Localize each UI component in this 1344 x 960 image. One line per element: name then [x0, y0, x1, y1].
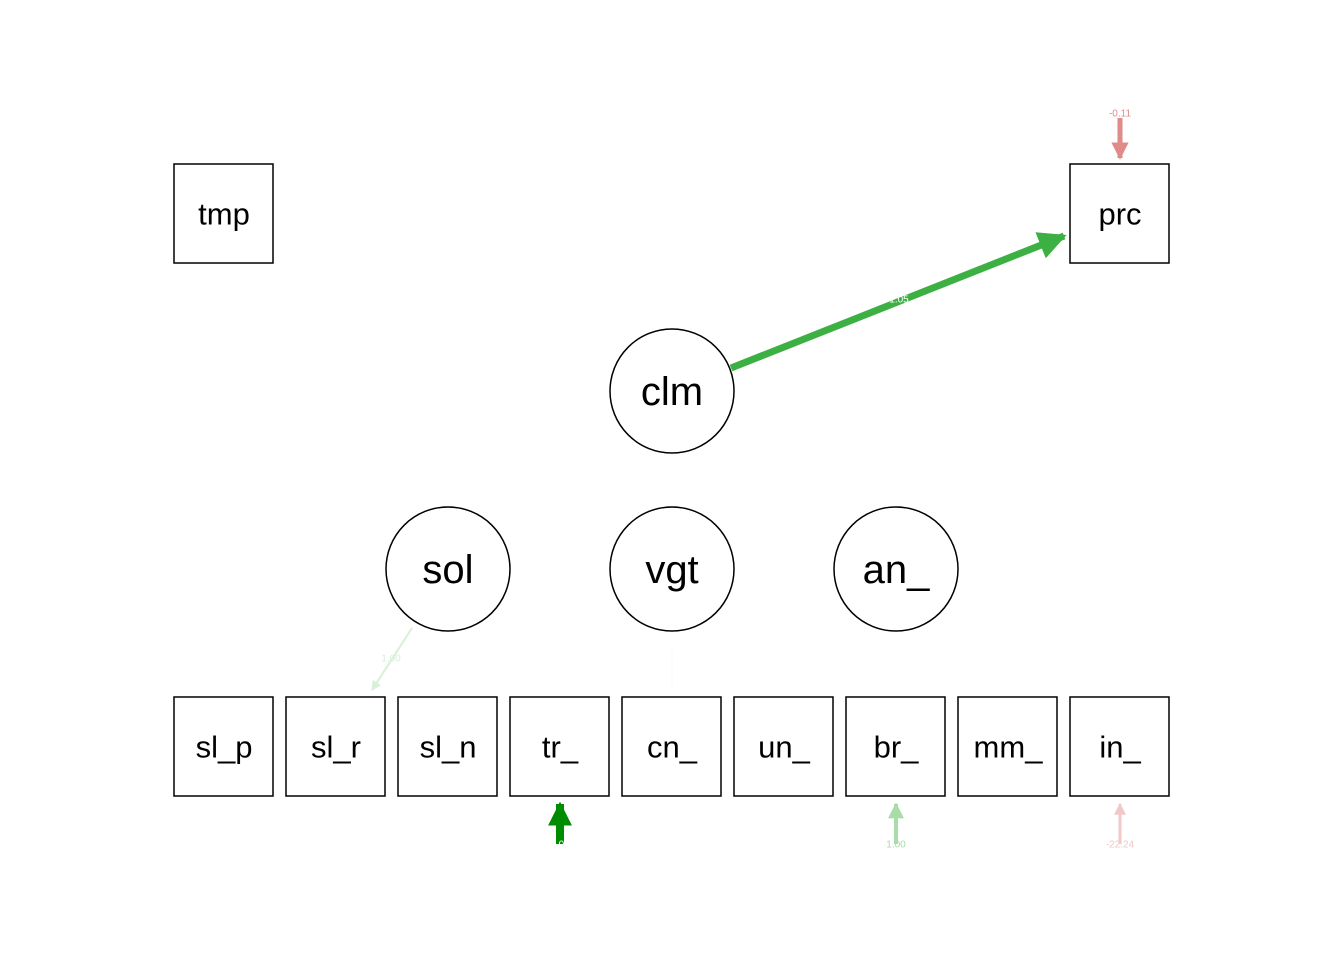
node-label-sl_n: sl_n [420, 730, 477, 765]
edge-clm-prc [729, 232, 1067, 372]
node-an: an_ [833, 506, 959, 632]
node-clm: clm [609, 328, 735, 454]
node-tr: tr_ [509, 696, 610, 797]
node-in: in_ [1069, 696, 1170, 797]
node-un: un_ [733, 696, 834, 797]
node-cn: cn_ [621, 696, 722, 797]
edge-label-prc-residual: -0.11 [1109, 109, 1131, 120]
node-mm: mm_ [957, 696, 1058, 797]
node-label-in: in_ [1099, 730, 1141, 765]
node-label-vgt: vgt [645, 548, 698, 592]
node-tmp: tmp [173, 163, 274, 264]
node-label-clm: clm [641, 370, 703, 414]
edge-label-br-residual: 1.00 [886, 840, 906, 851]
node-label-tr: tr_ [542, 730, 579, 765]
edges: 1.05 -0.11 1.00 1.00 1.00 -22.24 [371, 109, 1135, 851]
node-label-an: an_ [863, 548, 930, 592]
node-label-sl_r: sl_r [311, 730, 361, 765]
node-label-prc: prc [1098, 197, 1141, 232]
node-sol: sol [385, 506, 511, 632]
edge-label-in-residual: -22.24 [1106, 840, 1135, 851]
node-label-sol: sol [422, 548, 473, 592]
node-label-cn: cn_ [647, 730, 698, 765]
node-label-sl_p: sl_p [196, 730, 253, 765]
node-br: br_ [845, 696, 946, 797]
node-label-mm: mm_ [974, 730, 1044, 765]
node-sl_r: sl_r [285, 696, 386, 797]
edge-label-tr-residual: 1.00 [550, 840, 570, 851]
node-label-un: un_ [758, 730, 810, 765]
edge-label-clm-prc: 1.05 [889, 295, 909, 306]
node-label-tmp: tmp [198, 197, 250, 232]
node-sl_n: sl_n [397, 696, 498, 797]
edge-sol-slr [371, 627, 413, 691]
node-label-br: br_ [874, 730, 920, 765]
edge-label-sol-slr: 1.00 [381, 654, 401, 665]
node-prc: prc [1069, 163, 1170, 264]
node-sl_p: sl_p [173, 696, 274, 797]
node-vgt: vgt [609, 506, 735, 632]
